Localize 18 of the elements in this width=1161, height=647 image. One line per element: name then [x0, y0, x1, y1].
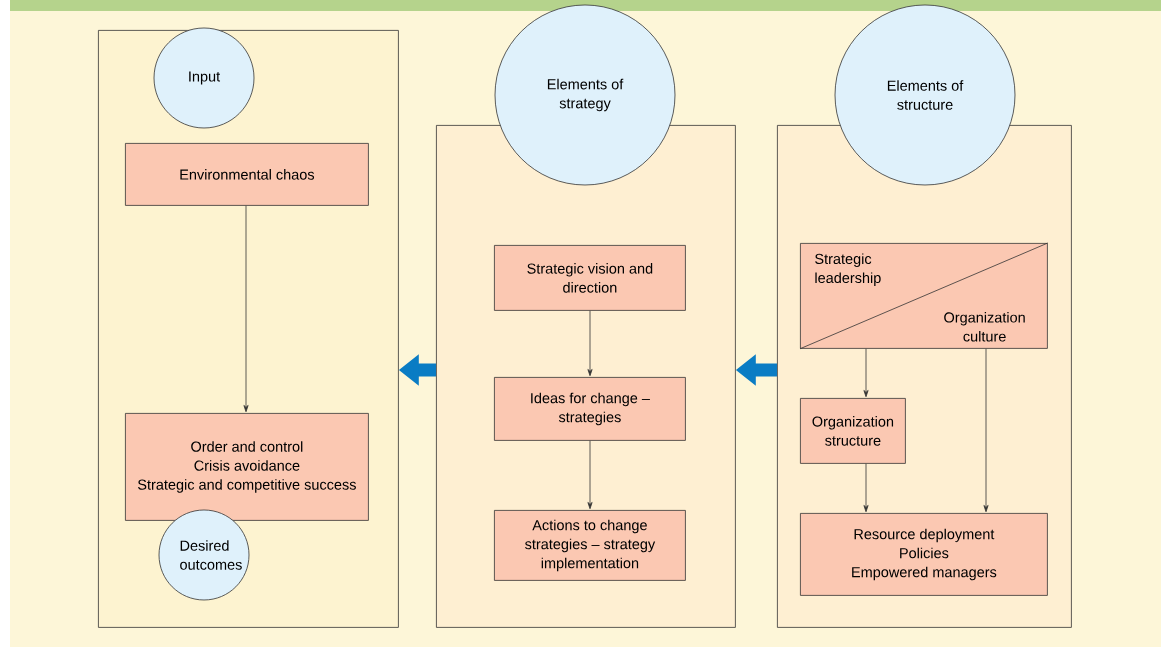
process-box: Ideas for change – strategies	[494, 377, 686, 441]
process-box: Order and control Crisis avoidance Strategic and competitive success	[125, 413, 369, 521]
arrow	[587, 310, 593, 377]
process-box: Environmental chaos	[125, 143, 369, 206]
process-box: Organization structure	[800, 398, 906, 464]
circle-node: Elements of strategy	[494, 4, 676, 186]
arrow	[983, 348, 989, 513]
process-box: Strategic vision and direction	[494, 245, 686, 311]
process-box: Actions to change strategies – strategy implementation	[494, 510, 686, 581]
circle-node: Elements of structure	[834, 4, 1016, 186]
split-box: Strategic leadership Organization culture	[799, 242, 1049, 350]
process-box: Resource deployment Policies Empowered managers	[800, 513, 1048, 596]
arrow	[587, 440, 593, 510]
circle-node: Input	[153, 27, 255, 129]
arrow	[863, 463, 869, 513]
circle-node: Desired outcomes	[158, 509, 250, 601]
arrow	[863, 348, 869, 398]
arrow	[243, 205, 249, 413]
